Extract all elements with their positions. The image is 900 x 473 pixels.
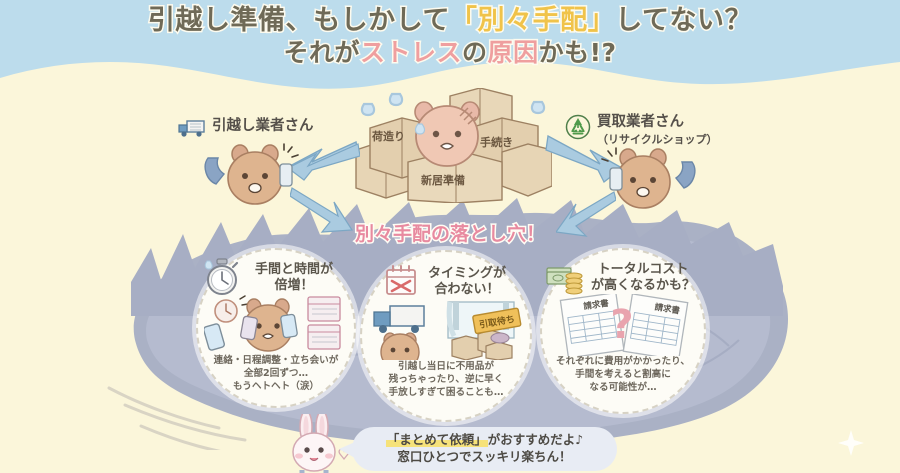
- bubble-line-2: 窓口ひとつでスッキリ楽ちん！: [397, 449, 572, 464]
- pitfall-card-2-heading: タイミングが 合わない！: [427, 266, 506, 297]
- recommendation-bubble: 「まとめて依頼」がおすすめだよ♪ 窓口ひとつでスッキリ楽ちん！: [339, 427, 617, 471]
- truck-icon: [178, 120, 205, 137]
- pitfall-heading-text: 別々手配の落とし穴！: [353, 222, 546, 247]
- money-icon: [546, 267, 583, 295]
- pitfall-card-1-body: 連絡・日程調整・立ち会いが 全部2回ずつ… もうヘトヘト（涙）: [213, 355, 339, 393]
- pitfall-card-3-body: それぞれに費用がかかったり、 手間を考えると割高に なる可能性が…: [556, 356, 690, 394]
- pitfall-card-2-art: 引取待ち: [362, 300, 530, 361]
- pitfall-card-3-art: 請求書 請求書 ?: [542, 294, 704, 357]
- pitfall-card-1: 手間と時間が 倍増！: [196, 248, 356, 408]
- pitfall-heading: 別々手配の落とし穴！: [0, 219, 900, 247]
- calendar-x-icon: [386, 265, 416, 295]
- svg-text:請求書: 請求書: [654, 302, 681, 317]
- stopwatch-icon: [204, 258, 239, 295]
- pitfall-card-3-heading: トータルコスト が高くなるかも？: [590, 262, 695, 293]
- buyer-sublabel: （リサイクルショップ）: [597, 132, 718, 146]
- cardboard-box-pile: [355, 88, 552, 203]
- recycle-icon: [565, 114, 591, 140]
- box-label-packing: 荷造り: [372, 130, 405, 143]
- pitfall-card-2: タイミングが 合わない！: [360, 250, 532, 422]
- arrow-down-right: [556, 191, 616, 237]
- box-label-procedures: 手続き: [480, 136, 513, 149]
- card2-illustration: 引取待ち: [373, 301, 522, 361]
- sparkle-icon: [838, 430, 864, 456]
- bubble-line-1-rest: がおすすめだよ♪: [487, 432, 584, 448]
- mover-label: 引越し業者さん: [212, 118, 314, 134]
- buyer-label-row: 買取業者さん （リサイクルショップ）: [565, 114, 717, 147]
- buyer-label: 買取業者さん: [597, 114, 684, 130]
- bear-calling-mover: [204, 143, 299, 205]
- bubble-highlight: 「まとめて依頼」: [385, 432, 488, 448]
- rabbit-character: [292, 414, 350, 473]
- stressed-bear-center: [414, 101, 480, 167]
- card3-illustration: 請求書 請求書 ?: [559, 294, 689, 357]
- pitfall-card-3: トータルコスト が高くなるかも？ 請求書 請求書: [540, 248, 706, 414]
- card1-illustration: [204, 295, 341, 352]
- box-label-new-home: 新居準備: [421, 174, 465, 187]
- bear-calling-buyer: [601, 147, 696, 209]
- pitfall-card-1-art: [198, 295, 354, 353]
- pitfall-card-2-body: 引越し当日に不用品が 残っちゃったり、逆に早く 手放しすぎて困ることも…: [388, 361, 504, 399]
- mover-label-row: 引越し業者さん: [178, 118, 314, 138]
- svg-text:?: ?: [610, 302, 633, 348]
- pitfall-card-1-heading: 手間と時間が 倍増！: [254, 262, 333, 293]
- svg-text:請求書: 請求書: [583, 298, 610, 313]
- arrow-left: [286, 140, 360, 181]
- bubble-line-1: 「まとめて依頼」がおすすめだよ♪: [385, 432, 584, 449]
- arrow-down-left: [290, 187, 354, 233]
